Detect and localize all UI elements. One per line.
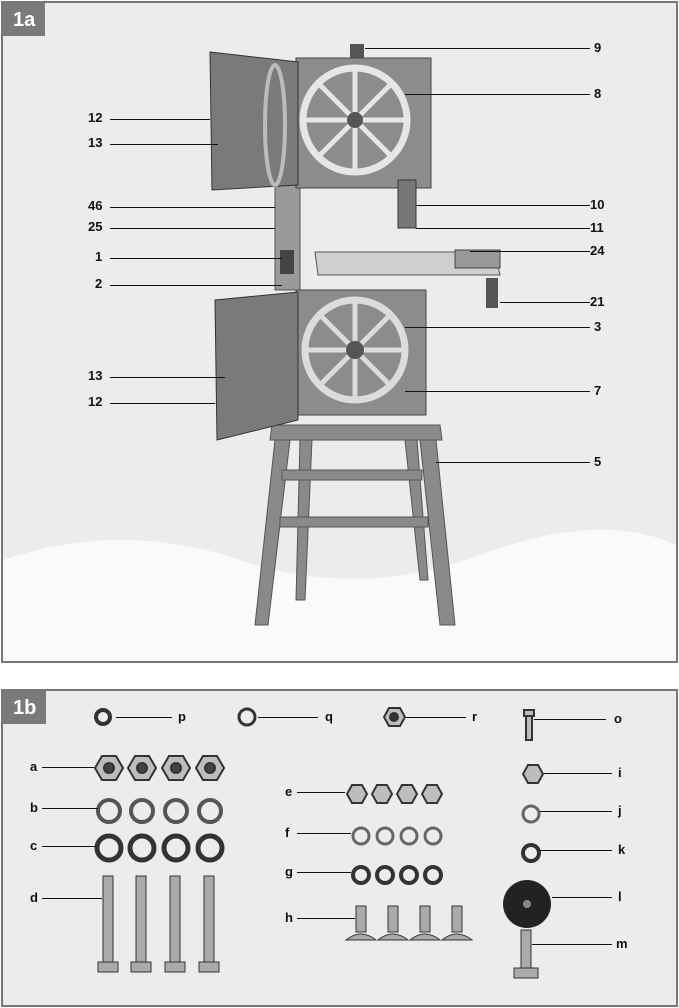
leader-line — [540, 811, 612, 812]
callout-7: 7 — [594, 383, 602, 398]
callout-i: i — [618, 765, 622, 780]
leader-line — [532, 944, 612, 945]
callout-8: 8 — [594, 86, 602, 101]
callout-h: h — [285, 910, 293, 925]
leader-line — [42, 767, 94, 768]
callout-d: d — [30, 890, 38, 905]
leader-line — [405, 94, 590, 95]
callout-25: 25 — [88, 219, 103, 234]
callout-9: 9 — [594, 40, 602, 55]
leader-line — [470, 251, 590, 252]
callout-j: j — [618, 803, 622, 818]
leader-line — [436, 462, 590, 463]
callout-3: 3 — [594, 319, 602, 334]
leader-line — [552, 897, 612, 898]
leader-line — [42, 846, 96, 847]
callout-e: e — [285, 784, 293, 799]
leader-line — [297, 918, 355, 919]
leader-line — [110, 403, 215, 404]
callout-q: q — [325, 709, 333, 724]
callout-12-lower: 12 — [88, 394, 103, 409]
callout-5: 5 — [594, 454, 602, 469]
callout-11: 11 — [590, 220, 604, 235]
leader-line — [116, 717, 172, 718]
leader-line — [534, 719, 606, 720]
callout-c: c — [30, 838, 38, 853]
leader-line — [500, 302, 590, 303]
leader-line — [540, 850, 612, 851]
leader-line — [365, 48, 590, 49]
leader-line — [258, 717, 318, 718]
leader-line — [110, 119, 210, 120]
callout-10: 10 — [590, 197, 605, 212]
callout-13-upper: 13 — [88, 135, 103, 150]
callout-a: a — [30, 759, 38, 774]
callout-24: 24 — [590, 243, 605, 258]
leader-line — [42, 808, 98, 809]
callout-21: 21 — [590, 294, 605, 309]
figure-1b-tag: 1b — [3, 691, 47, 724]
callout-1: 1 — [95, 249, 103, 264]
leader-line — [42, 898, 102, 899]
leader-line — [297, 833, 351, 834]
leader-line — [110, 285, 282, 286]
callout-l: l — [618, 889, 622, 904]
callout-13-lower: 13 — [88, 368, 103, 383]
leader-line — [405, 327, 590, 328]
leader-line — [406, 717, 466, 718]
leader-line — [110, 207, 275, 208]
callout-f: f — [285, 825, 290, 840]
figure-1a-tag: 1a — [3, 3, 46, 36]
leader-line — [110, 258, 282, 259]
callout-p: p — [178, 709, 186, 724]
leader-line — [405, 391, 590, 392]
leader-line — [297, 872, 351, 873]
callout-m: m — [616, 936, 628, 951]
leader-line — [110, 144, 218, 145]
callout-2: 2 — [95, 276, 103, 291]
leader-line — [416, 205, 590, 206]
callout-46: 46 — [88, 198, 103, 213]
callout-r: r — [472, 709, 478, 724]
leader-line — [110, 228, 275, 229]
leader-line — [110, 377, 225, 378]
figure-1b-panel: 1b — [1, 689, 678, 1007]
callout-g: g — [285, 864, 293, 879]
callout-b: b — [30, 800, 38, 815]
callout-12-upper: 12 — [88, 110, 103, 125]
leader-line — [544, 773, 612, 774]
leader-line — [416, 228, 590, 229]
leader-line — [297, 792, 345, 793]
callout-k: k — [618, 842, 626, 857]
callout-o: o — [614, 711, 622, 726]
